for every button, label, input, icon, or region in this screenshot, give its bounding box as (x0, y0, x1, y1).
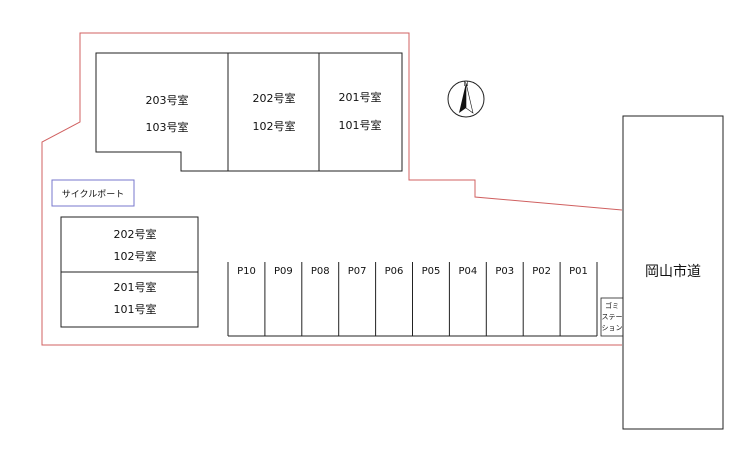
parking-space-label-p01: P01 (569, 266, 588, 277)
parking-space-label-p05: P05 (422, 266, 441, 277)
west-unit-1-lower: 102号室 (114, 249, 157, 263)
cycle-port-label: サイクルポート (62, 189, 125, 200)
north-unit-2: 202号室 102号室 (253, 91, 296, 133)
parking-space-label-p07: P07 (348, 266, 367, 277)
north-arrow-icon: N (447, 80, 485, 118)
parking-space-label-p09: P09 (274, 266, 293, 277)
west-unit-2: 201号室 101号室 (114, 280, 157, 316)
garbage-station-line-2: ステー (602, 313, 623, 321)
parking-space-label-p10: P10 (237, 266, 256, 277)
west-unit-2-lower: 101号室 (114, 302, 157, 316)
north-label: N (464, 81, 469, 88)
north-unit-2-upper: 202号室 (253, 91, 296, 105)
north-unit-3-lower: 101号室 (339, 118, 382, 132)
west-unit-2-upper: 201号室 (114, 280, 157, 294)
north-unit-1-lower: 103号室 (146, 120, 189, 134)
property-boundary (41, 32, 623, 346)
parking-space-label-p08: P08 (311, 266, 330, 277)
north-unit-2-lower: 102号室 (253, 119, 296, 133)
parking-space-label-p03: P03 (495, 266, 514, 277)
north-unit-1: 203号室 103号室 (146, 93, 189, 134)
garbage-station-line-3: ション (602, 324, 623, 332)
cycle-port-box (51, 179, 135, 207)
west-unit-1: 202号室 102号室 (114, 227, 157, 263)
north-building (95, 52, 403, 172)
parking-space-label-p04: P04 (458, 266, 477, 277)
north-unit-3-upper: 201号室 (339, 90, 382, 104)
north-unit-1-upper: 203号室 (146, 93, 189, 107)
garbage-station-line-1: ゴミ (605, 301, 619, 310)
parking-space-label-p02: P02 (532, 266, 551, 277)
parking-area: P10 P09 P08 P07 P06 P05 P04 P03 P02 P01 (227, 262, 598, 337)
city-road (622, 115, 724, 430)
west-unit-1-upper: 202号室 (114, 227, 157, 241)
north-unit-3: 201号室 101号室 (339, 90, 382, 132)
city-road-label: 岡山市道 (645, 263, 701, 280)
parking-space-label-p06: P06 (385, 266, 404, 277)
